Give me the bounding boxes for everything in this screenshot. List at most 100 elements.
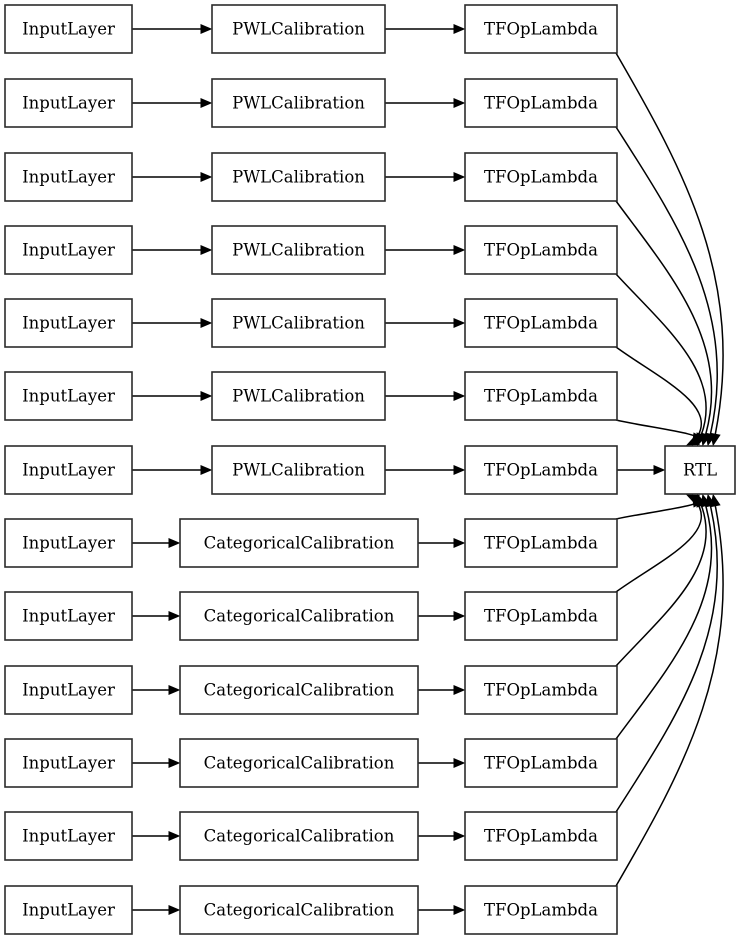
node-calibration-8-label: CategoricalCalibration: [204, 607, 395, 626]
node-calibration-2[interactable]: PWLCalibration: [211, 152, 386, 202]
node-input-layer-6[interactable]: InputLayer: [4, 445, 133, 495]
edge-calibration-7-to-lambda: [418, 538, 466, 548]
edge-input-5-to-calibration-arrowhead: [200, 391, 213, 401]
node-calibration-11-label: CategoricalCalibration: [204, 827, 395, 846]
node-input-layer-3[interactable]: InputLayer: [4, 225, 133, 275]
edge-lambda-11-to-rtl: [615, 493, 718, 813]
edge-input-8-to-calibration-arrowhead: [168, 611, 181, 621]
node-input-layer-4[interactable]: InputLayer: [4, 298, 133, 348]
edge-calibration-6-to-lambda: [385, 465, 466, 475]
node-tf-op-lambda-5-box: [464, 371, 618, 421]
node-calibration-4[interactable]: PWLCalibration: [211, 298, 386, 348]
edge-calibration-6-to-lambda-arrowhead: [453, 465, 466, 475]
edge-calibration-11-to-lambda: [418, 831, 466, 841]
node-calibration-6-label: PWLCalibration: [232, 461, 365, 480]
node-calibration-1[interactable]: PWLCalibration: [211, 78, 386, 128]
edge-lambda-7-to-rtl: [615, 494, 700, 520]
edge-input-7-to-calibration-arrowhead: [168, 538, 181, 548]
edge-input-12-to-calibration: [132, 905, 181, 915]
node-calibration-6[interactable]: PWLCalibration: [211, 445, 386, 495]
edge-calibration-8-to-lambda-arrowhead: [453, 611, 466, 621]
node-calibration-7-label: CategoricalCalibration: [204, 534, 395, 553]
edge-calibration-2-to-lambda: [385, 172, 466, 182]
node-input-layer-5-box: [4, 371, 133, 421]
node-tf-op-lambda-1[interactable]: TFOpLambda: [464, 78, 618, 128]
node-tf-op-lambda-5[interactable]: TFOpLambda: [464, 371, 618, 421]
node-calibration-8[interactable]: CategoricalCalibration: [179, 591, 419, 641]
edge-lambda-7-to-rtl-curve: [615, 498, 700, 520]
node-calibration-7[interactable]: CategoricalCalibration: [179, 518, 419, 568]
node-calibration-0-box: [211, 4, 386, 54]
edge-input-1-to-calibration-arrowhead: [200, 98, 213, 108]
node-input-layer-7-box: [4, 518, 133, 568]
node-input-layer-1-box: [4, 78, 133, 128]
node-calibration-10-box: [179, 738, 419, 788]
node-input-layer-0-label: InputLayer: [22, 20, 115, 39]
edge-calibration-8-to-lambda: [418, 611, 466, 621]
edge-input-2-to-calibration: [132, 172, 213, 182]
node-input-layer-5[interactable]: InputLayer: [4, 371, 133, 421]
node-input-layer-8[interactable]: InputLayer: [4, 591, 133, 641]
node-calibration-11[interactable]: CategoricalCalibration: [179, 811, 419, 861]
edge-lambda-4-to-rtl-curve: [615, 346, 702, 436]
node-tf-op-lambda-9-label: TFOpLambda: [484, 681, 598, 700]
node-calibration-8-box: [179, 591, 419, 641]
node-tf-op-lambda-8[interactable]: TFOpLambda: [464, 591, 618, 641]
edge-calibration-4-to-lambda-arrowhead: [453, 318, 466, 328]
node-input-layer-3-box: [4, 225, 133, 275]
node-calibration-5[interactable]: PWLCalibration: [211, 371, 386, 421]
node-tf-op-lambda-7[interactable]: TFOpLambda: [464, 518, 618, 568]
node-tf-op-lambda-4[interactable]: TFOpLambda: [464, 298, 618, 348]
edge-lambda-5-to-rtl: [615, 419, 700, 446]
node-input-layer-11-box: [4, 811, 133, 861]
edge-input-7-to-calibration: [132, 538, 181, 548]
edge-calibration-0-to-lambda: [385, 24, 466, 34]
node-input-layer-0[interactable]: InputLayer: [4, 4, 133, 54]
node-input-layer-7-label: InputLayer: [22, 534, 115, 553]
node-calibration-9[interactable]: CategoricalCalibration: [179, 665, 419, 715]
node-calibration-7-box: [179, 518, 419, 568]
node-tf-op-lambda-6[interactable]: TFOpLambda: [464, 445, 618, 495]
node-tf-op-lambda-12[interactable]: TFOpLambda: [464, 885, 618, 935]
edge-calibration-5-to-lambda: [385, 391, 466, 401]
node-tf-op-lambda-9[interactable]: TFOpLambda: [464, 665, 618, 715]
node-input-layer-7[interactable]: InputLayer: [4, 518, 133, 568]
node-input-layer-2[interactable]: InputLayer: [4, 152, 133, 202]
node-input-layer-6-box: [4, 445, 133, 495]
edge-lambda-0-to-rtl: [615, 52, 724, 447]
edge-calibration-9-to-lambda-arrowhead: [453, 685, 466, 695]
node-input-layer-9[interactable]: InputLayer: [4, 665, 133, 715]
node-input-layer-10[interactable]: InputLayer: [4, 738, 133, 788]
node-tf-op-lambda-10[interactable]: TFOpLambda: [464, 738, 618, 788]
edge-input-6-to-calibration: [132, 465, 213, 475]
node-tf-op-lambda-11[interactable]: TFOpLambda: [464, 811, 618, 861]
node-tf-op-lambda-8-label: TFOpLambda: [484, 607, 598, 626]
node-calibration-12[interactable]: CategoricalCalibration: [179, 885, 419, 935]
node-calibration-0[interactable]: PWLCalibration: [211, 4, 386, 54]
node-tf-op-lambda-4-label: TFOpLambda: [484, 314, 598, 333]
node-tf-op-lambda-1-label: TFOpLambda: [484, 94, 598, 113]
edge-lambda-4-to-rtl: [615, 346, 703, 447]
node-tf-op-lambda-2-label: TFOpLambda: [484, 168, 598, 187]
node-tf-op-lambda-8-box: [464, 591, 618, 641]
node-calibration-10[interactable]: CategoricalCalibration: [179, 738, 419, 788]
node-tf-op-lambda-2[interactable]: TFOpLambda: [464, 152, 618, 202]
edge-input-8-to-calibration: [132, 611, 181, 621]
node-calibration-9-label: CategoricalCalibration: [204, 681, 395, 700]
node-input-layer-11[interactable]: InputLayer: [4, 811, 133, 861]
node-tf-op-lambda-0[interactable]: TFOpLambda: [464, 4, 618, 54]
edge-input-10-to-calibration-arrowhead: [168, 758, 181, 768]
node-input-layer-10-box: [4, 738, 133, 788]
node-input-layer-1[interactable]: InputLayer: [4, 78, 133, 128]
node-calibration-0-label: PWLCalibration: [232, 20, 365, 39]
node-input-layer-12-box: [4, 885, 133, 935]
node-tf-op-lambda-3-box: [464, 225, 618, 275]
edge-lambda-2-to-rtl: [615, 200, 713, 447]
node-tf-op-lambda-6-label: TFOpLambda: [484, 461, 598, 480]
node-tf-op-lambda-3[interactable]: TFOpLambda: [464, 225, 618, 275]
node-input-layer-12[interactable]: InputLayer: [4, 885, 133, 935]
node-calibration-4-label: PWLCalibration: [232, 314, 365, 333]
node-rtl-output[interactable]: RTL: [664, 445, 736, 495]
node-calibration-3[interactable]: PWLCalibration: [211, 225, 386, 275]
node-calibration-6-box: [211, 445, 386, 495]
